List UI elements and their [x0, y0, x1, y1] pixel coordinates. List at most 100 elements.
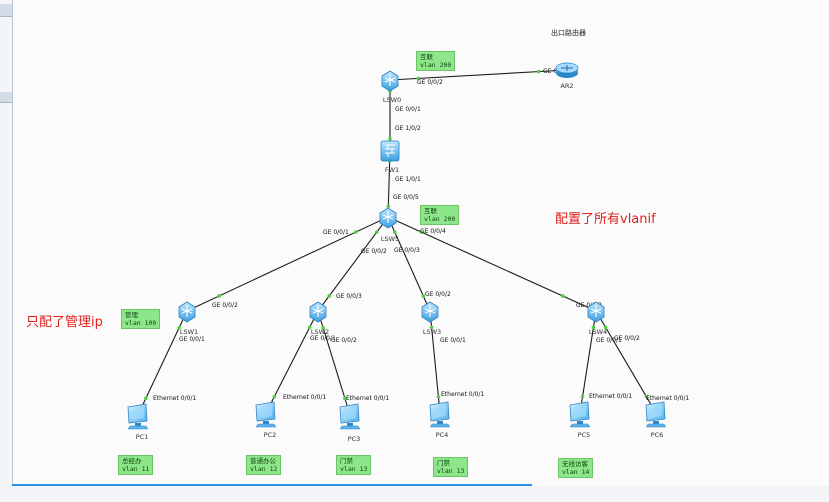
port-indicator [321, 325, 325, 330]
vlan-tag-name: 总经办 [122, 457, 142, 465]
device-label-fw1: FW1 [385, 166, 399, 174]
port-indicator [416, 76, 421, 81]
pc-icon[interactable] [569, 401, 591, 428]
port-label: GE 0/0/2 [361, 248, 387, 255]
port-label: GE 1/0/1 [395, 176, 421, 183]
vlan-tag-id: vlan 200 [424, 215, 456, 223]
pc-icon[interactable] [127, 403, 149, 430]
pc-icon[interactable] [255, 401, 277, 428]
device-label-pc3: PC3 [348, 435, 361, 443]
pc-icon[interactable] [429, 401, 451, 428]
port-indicator [580, 394, 585, 399]
port-indicator [392, 230, 397, 234]
port-indicator [421, 294, 426, 298]
vlan-tag-id: vlan 13 [437, 467, 465, 475]
port-indicator [217, 294, 221, 298]
switch-icon[interactable] [178, 301, 196, 323]
port-label: Ethernet 0/0/1 [646, 395, 689, 402]
port-label: GE 0/0/1 [310, 335, 336, 342]
device-label-pc4: PC4 [436, 431, 449, 439]
switch-icon[interactable] [421, 301, 439, 323]
port-indicator [343, 396, 347, 401]
port-label: GE 0/0/2 [425, 291, 451, 298]
vlan-tag-id: vlan 11 [122, 465, 150, 473]
port-indicator [177, 325, 181, 330]
port-label: GE 0/0/3 [576, 302, 602, 309]
vlan-tag-name: 门禁 [340, 457, 353, 465]
vlan-tag-id: vlan 13 [340, 465, 368, 473]
device-label-lsw1: LSW1 [180, 328, 198, 336]
port-label: GE 0/0/5 [393, 194, 419, 201]
port-indicator [644, 394, 649, 399]
port-label: GE 0/0/2 [614, 335, 640, 342]
egress-router-label: 出口路由器 [551, 29, 586, 37]
port-indicator [375, 230, 379, 234]
port-label: Ethernet 0/0/1 [589, 393, 632, 400]
port-label: Ethernet 0/0/1 [153, 395, 196, 402]
device-label-pc2: PC2 [264, 431, 277, 439]
device-label-pc6: PC6 [651, 431, 664, 439]
pc-icon[interactable] [339, 403, 361, 430]
port-indicator [591, 325, 596, 330]
port-label: GE 0/0/2 [331, 337, 357, 344]
horizontal-scrollbar-track[interactable] [12, 484, 532, 486]
port-label: GE 0/0/1 [323, 229, 349, 236]
port-label: GE 1/0/2 [395, 125, 421, 132]
port-indicator [386, 204, 391, 209]
port-label: GE 0/0/4 [420, 228, 446, 235]
port-indicator [429, 325, 434, 330]
left-side-panel [0, 0, 13, 502]
vlan-tag-name: 管理 [125, 311, 138, 319]
vlan-tag-name: 互联 [424, 207, 437, 215]
port-indicator [603, 325, 608, 330]
port-label: Ethernet 0/0/1 [283, 394, 326, 401]
port-indicator [436, 394, 441, 399]
device-label-lsw2: LSW2 [311, 328, 329, 336]
port-label: GE 0/0/3 [394, 247, 420, 254]
pc-icon[interactable] [645, 401, 667, 428]
port-label: Ethernet 0/0/1 [346, 395, 389, 402]
port-indicator [388, 137, 392, 141]
panel-scroll-handle[interactable] [0, 92, 12, 103]
note-vlanif: 配置了所有vlanif [555, 212, 656, 227]
port-label: GE 0/0/1 [179, 336, 205, 343]
port-indicator [307, 325, 312, 330]
switch-icon[interactable] [381, 70, 399, 92]
port-label: Ethernet 0/0/1 [441, 391, 484, 398]
switch-icon[interactable] [379, 207, 397, 229]
port-label: GE 0/0/2 [212, 302, 238, 309]
firewall-icon[interactable] [380, 140, 400, 162]
device-label-pc1: PC1 [136, 433, 149, 441]
status-strip [12, 486, 829, 502]
note-management-ip: 只配了管理ip [26, 315, 103, 330]
switch-icon[interactable] [587, 301, 605, 323]
panel-icon[interactable] [0, 4, 12, 17]
port-label: GE 0/0/1 [596, 337, 622, 344]
switch-icon[interactable] [309, 301, 327, 323]
vlan-tag-id: vlan 100 [125, 319, 157, 327]
router-icon[interactable] [555, 62, 579, 78]
port-indicator [272, 394, 277, 399]
vlan-tag-name: 无线访客 [562, 460, 588, 468]
port-indicator [560, 294, 565, 298]
port-label: GE 0/0/1 [440, 337, 466, 344]
vlan-tag-id: vlan 200 [420, 61, 452, 69]
device-label-lsw4: LSW4 [589, 328, 607, 336]
port-indicator [536, 69, 541, 74]
device-label-ar2: AR2 [560, 82, 573, 90]
port-indicator [327, 294, 332, 298]
port-labels-layer: GE 0/0/2GE 0/0/0GE 0/0/1GE 1/0/2GE 1/0/1… [153, 68, 689, 402]
port-label: GE 0/0/3 [336, 293, 362, 300]
vlan-tag-name: 互联 [420, 53, 433, 61]
device-label-pc5: PC5 [578, 431, 591, 439]
port-indicator [354, 230, 358, 234]
vlan-tag-name: 门禁 [437, 459, 450, 467]
